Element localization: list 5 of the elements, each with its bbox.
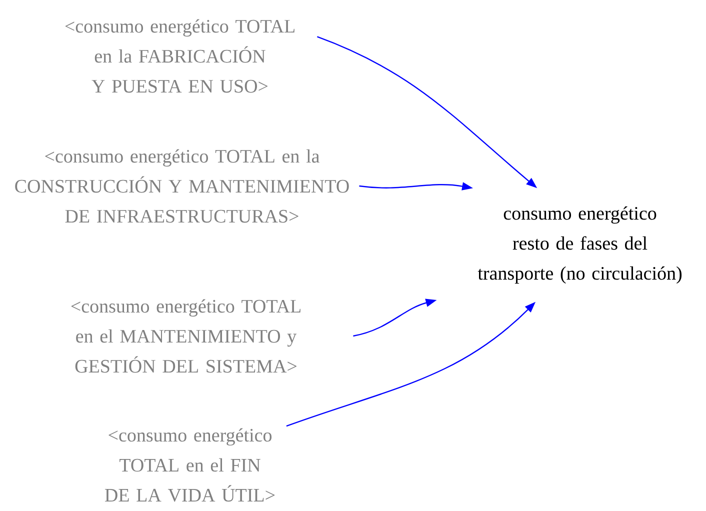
shadow-variable-label: <consumo energético TOTAL en la FABRICACIÓN Y PUESTA EN USO> [65, 19, 294, 93]
variable-label: consumo energético resto de fases del transporte (no circulación) [478, 206, 682, 284]
shadow-variable-label: <consumo energético TOTAL en la CONSTRUCCIÓN Y MANTENIMIENTO DE INFRAESTRUCTURAS> [15, 149, 349, 223]
shadow-variable-label: <consumo energético TOTAL en el MANTENIMIENTO y GESTIÓN DEL SISTEMA> [71, 299, 300, 373]
shadow-variable-label: <consumo energético TOTAL en el FIN DE LA VIDA ÚTIL> [105, 428, 275, 502]
